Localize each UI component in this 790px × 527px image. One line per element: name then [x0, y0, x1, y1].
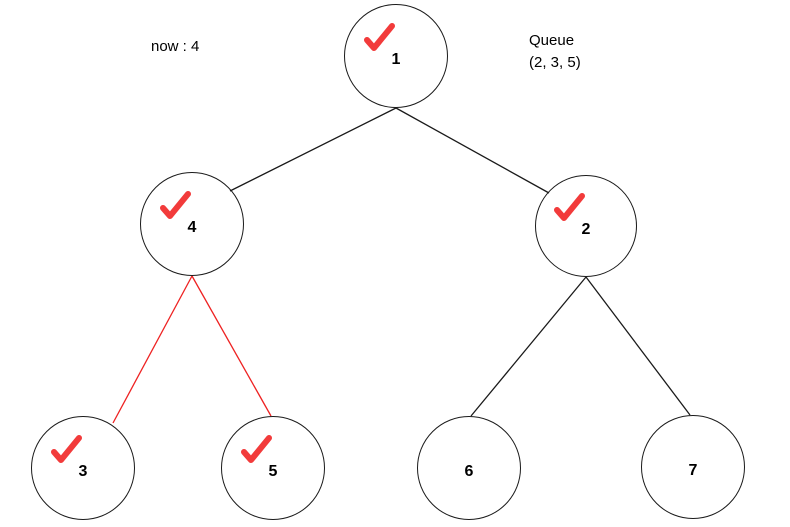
tree-node-3[interactable] [31, 416, 135, 520]
edge-1-2 [395, 107, 550, 194]
edge-1-4 [229, 107, 397, 192]
queue-contents-label: (2, 3, 5) [529, 54, 581, 71]
tree-node-5[interactable] [221, 416, 325, 520]
tree-node-label-5: 5 [268, 463, 278, 480]
tree-node-label-7: 7 [688, 462, 698, 479]
tree-node-4[interactable] [140, 172, 244, 276]
tree-node-label-3: 3 [78, 463, 88, 480]
tree-node-6[interactable] [417, 416, 521, 520]
queue-title-label: Queue [529, 32, 575, 49]
tree-node-label-6: 6 [464, 463, 474, 480]
edge-4-5 [191, 275, 272, 417]
now-label: now : 4 [151, 38, 200, 55]
edge-2-6 [470, 276, 587, 417]
tree-node-label-4: 4 [187, 219, 197, 236]
tree-node-label-2: 2 [581, 221, 591, 238]
tree-node-2[interactable] [535, 175, 637, 277]
tree-node-label-1: 1 [391, 51, 401, 68]
tree-node-7[interactable] [641, 415, 745, 519]
tree-node-1[interactable] [344, 4, 448, 108]
edge-2-7 [585, 276, 691, 416]
edge-4-3 [112, 275, 193, 424]
